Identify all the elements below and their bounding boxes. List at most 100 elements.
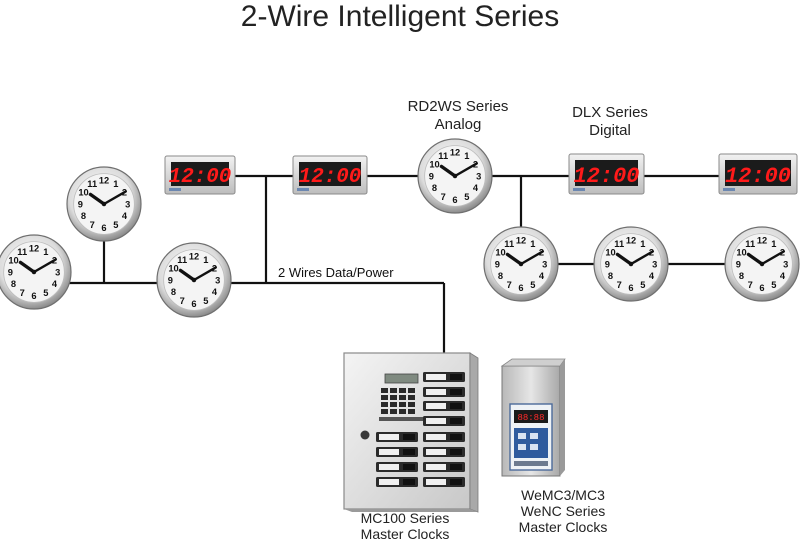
digital-clock-icon: 12:00 (292, 155, 368, 195)
clock-numeral: 12 (189, 252, 199, 262)
clock-numeral: 5 (113, 220, 118, 230)
clock-numeral: 7 (748, 280, 753, 290)
clock-numeral: 4 (649, 271, 655, 281)
clock-numeral: 6 (518, 283, 523, 293)
keypad-key (408, 409, 415, 414)
clock-numeral: 9 (78, 199, 83, 209)
wire-label: 2 Wires Data/Power (278, 265, 394, 280)
clock-numeral: 10 (78, 188, 88, 198)
keypad-key (408, 402, 415, 407)
panel-switch (376, 477, 418, 487)
clock-numeral: 3 (783, 259, 788, 269)
clock-numeral: 8 (81, 211, 86, 221)
minute-hand (102, 190, 128, 206)
keypad-key (390, 402, 397, 407)
hour-hand (88, 192, 106, 206)
keypad-key (390, 409, 397, 414)
keypad (381, 388, 415, 414)
keypad-key (381, 402, 388, 407)
minute-hand (519, 250, 545, 266)
mc100-label-line-2: Master Clocks (360, 526, 450, 542)
clock-numeral: 8 (739, 271, 744, 281)
clock-numeral: 6 (101, 223, 106, 233)
diagram-title: 2-Wire Intelligent Series (240, 0, 560, 33)
svg-text:88:88: 88:88 (517, 413, 544, 423)
clock-numeral: 11 (87, 179, 97, 189)
clock-numeral: 4 (52, 279, 58, 289)
analog-clock-icon: 123456789101112 (66, 166, 142, 242)
analog-clock-icon: 123456789101112 (593, 226, 669, 302)
clock-numeral: 6 (759, 283, 764, 293)
keypad-key (381, 395, 388, 400)
dlx-series-label: DLX Series Digital (545, 104, 675, 140)
clock-numeral: 8 (11, 279, 16, 289)
analog-clock-icon: 123456789101112 (417, 138, 493, 214)
clock-numeral: 10 (168, 264, 178, 274)
clock-numeral: 1 (113, 179, 118, 189)
panel-switch (423, 372, 465, 382)
clock-numeral: 11 (177, 255, 187, 265)
clock-numeral: 7 (180, 296, 185, 306)
clock-numeral: 3 (652, 259, 657, 269)
hour-hand (615, 252, 633, 266)
clock-numeral: 3 (542, 259, 547, 269)
panel-switch (423, 416, 465, 426)
clock-numeral: 1 (771, 239, 776, 249)
rd2ws-label-line-1: RD2WS Series (407, 98, 509, 115)
clock-numeral: 7 (441, 192, 446, 202)
minute-hand (629, 250, 655, 266)
clock-numeral: 8 (171, 287, 176, 297)
clock-numeral: 10 (8, 256, 18, 266)
panel-switch (376, 432, 418, 442)
panel-switch (423, 432, 465, 442)
keypad-key (399, 395, 406, 400)
clock-numeral: 4 (212, 287, 218, 297)
keypad-key (381, 388, 388, 393)
clock-numeral: 7 (507, 280, 512, 290)
keypad-key (399, 409, 406, 414)
wemc3-series-label: WeMC3/MC3 WeNC Series Master Clocks (498, 487, 628, 535)
keypad-key (408, 388, 415, 393)
clock-numeral: 11 (17, 247, 27, 257)
hour-hand (18, 260, 36, 274)
clock-numeral: 12 (516, 236, 526, 246)
clock-numeral: 9 (429, 171, 434, 181)
keypad-key (381, 409, 388, 414)
minute-hand (453, 162, 479, 178)
wemc3-label-line-3: Master Clocks (518, 519, 608, 535)
clock-numeral: 1 (640, 239, 645, 249)
clock-numeral: 6 (191, 299, 196, 309)
hour-hand (505, 252, 523, 266)
mc100-label-line-1: MC100 Series (360, 510, 450, 526)
clock-numeral: 4 (122, 211, 128, 221)
clock-numeral: 10 (605, 248, 615, 258)
minute-hand (192, 266, 218, 282)
panel-switches (376, 372, 465, 487)
keypad-key (390, 395, 397, 400)
hour-hand (746, 252, 764, 266)
clock-numeral: 5 (530, 280, 535, 290)
clock-numeral: 5 (43, 288, 48, 298)
panel-switch (376, 462, 418, 472)
digital-clock-icon: 12:00 (568, 153, 645, 195)
clock-numeral: 10 (495, 248, 505, 258)
clock-numeral: 7 (20, 288, 25, 298)
analog-clock-icon: 123456789101112 (156, 242, 232, 318)
clock-numeral: 6 (452, 195, 457, 205)
clock-numeral: 1 (464, 151, 469, 161)
clock-numeral: 3 (476, 171, 481, 181)
wemc3-label-line-1: WeMC3/MC3 (521, 487, 605, 503)
panel-switch (423, 401, 465, 411)
clock-numeral: 12 (99, 176, 109, 186)
clock-numeral: 12 (757, 236, 767, 246)
keypad-key (390, 388, 397, 393)
rd2ws-label-line-2: Analog (434, 116, 482, 133)
clock-numeral: 1 (43, 247, 48, 257)
clock-numeral: 12 (450, 148, 460, 158)
clock-numeral: 10 (736, 248, 746, 258)
minute-hand (760, 250, 786, 266)
digital-display-time: 12:00 (299, 166, 362, 189)
clock-numeral: 1 (203, 255, 208, 265)
keypad-key (399, 402, 406, 407)
